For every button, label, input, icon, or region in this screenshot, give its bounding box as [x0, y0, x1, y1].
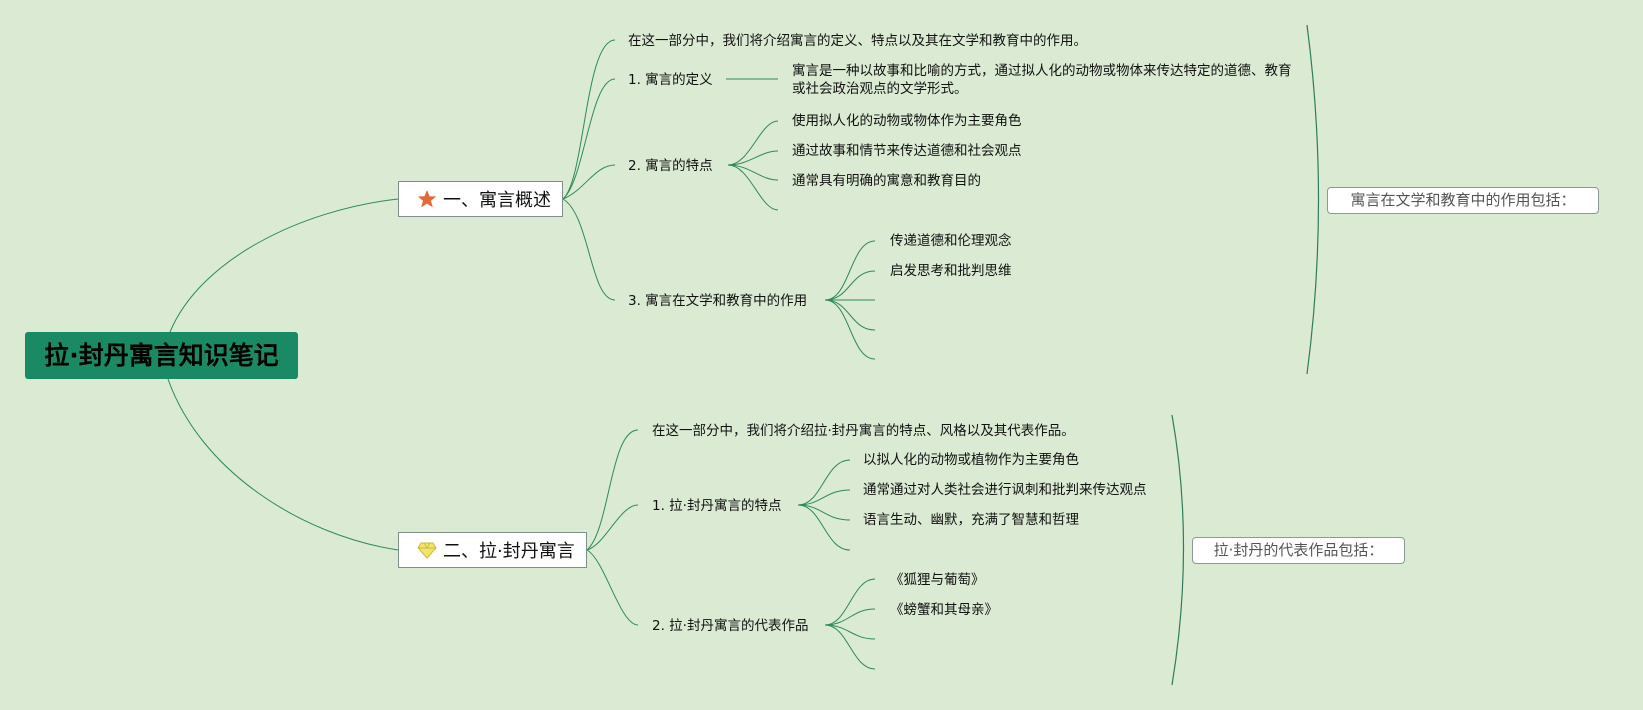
link-s2feat-3: [797, 504, 851, 521]
s1-definition-label[interactable]: 1. 寓言的定义: [628, 72, 713, 88]
s2-works-label[interactable]: 2. 拉·封丹寓言的代表作品: [652, 618, 809, 634]
s1-summary[interactable]: 寓言在文学和教育中的作用包括：: [1327, 187, 1599, 214]
s2-work-item[interactable]: 《螃蟹和其母亲》: [890, 602, 998, 618]
topic-section-2[interactable]: 二、拉·封丹寓言: [398, 532, 587, 568]
link-s1-role: [562, 198, 616, 301]
link-feat-1: [727, 120, 779, 166]
link-works-2: [824, 608, 876, 626]
link-works-4: [824, 624, 876, 670]
link-root-s1: [169, 198, 399, 333]
section-2-title: 二、拉·封丹寓言: [443, 541, 575, 562]
link-s2-intro: [586, 429, 639, 551]
section-1-title: 一、寓言概述: [443, 190, 551, 211]
link-s2-works: [586, 549, 639, 626]
summary-brace-1: [1306, 24, 1320, 375]
link-s2feat-2: [797, 489, 851, 506]
s2-features-label[interactable]: 1. 拉·封丹寓言的特点: [652, 498, 782, 514]
topic-section-1[interactable]: 一、寓言概述: [398, 181, 563, 217]
diamond-icon: [417, 540, 437, 560]
root-topic[interactable]: 拉·封丹寓言知识笔记: [25, 332, 298, 379]
s1-intro-text[interactable]: 在这一部分中，我们将介绍寓言的定义、特点以及其在文学和教育中的作用。: [628, 33, 1087, 49]
s2-intro-text[interactable]: 在这一部分中，我们将介绍拉·封丹寓言的特点、风格以及其代表作品。: [652, 423, 1075, 439]
link-feat-4: [727, 164, 779, 211]
s2-feature-item[interactable]: 通常通过对人类社会进行讽刺和批判来传达观点: [863, 482, 1147, 498]
link-role-2: [824, 270, 876, 301]
link-role-4: [824, 299, 876, 331]
link-s1-feat: [562, 164, 616, 200]
link-works-1: [824, 578, 876, 626]
s1-role-item[interactable]: 传递道德和伦理观念: [890, 233, 1012, 249]
s1-role-item[interactable]: 启发思考和批判思维: [890, 263, 1012, 279]
link-s2-feat: [586, 504, 639, 551]
link-role-1: [824, 240, 876, 301]
s1-features-label[interactable]: 2. 寓言的特点: [628, 158, 713, 174]
star-icon: [417, 189, 437, 209]
s1-definition-text[interactable]: 寓言是一种以故事和比喻的方式，通过拟人化的动物或物体来传达特定的道德、教育或社会…: [792, 63, 1292, 97]
summary-brace-2: [1171, 414, 1185, 686]
s1-feature-item[interactable]: 使用拟人化的动物或物体作为主要角色: [792, 113, 1022, 129]
link-s1-intro: [562, 39, 616, 200]
s1-roles-label[interactable]: 3. 寓言在文学和教育中的作用: [628, 293, 808, 309]
s1-feature-item[interactable]: 通常具有明确的寓意和教育目的: [792, 173, 981, 189]
link-s1-def: [562, 78, 616, 200]
link-feat-2: [727, 150, 779, 166]
s2-feature-item[interactable]: 以拟人化的动物或植物作为主要角色: [863, 452, 1079, 468]
link-root-s2: [167, 378, 399, 551]
link-role-5: [824, 299, 876, 360]
s2-work-item[interactable]: 《狐狸与葡萄》: [890, 572, 985, 588]
link-s2feat-1: [797, 459, 851, 506]
s2-summary[interactable]: 拉·封丹的代表作品包括：: [1192, 537, 1405, 564]
s2-feature-item[interactable]: 语言生动、幽默，充满了智慧和哲理: [863, 512, 1079, 528]
link-s2feat-4: [797, 504, 851, 551]
s1-feature-item[interactable]: 通过故事和情节来传达道德和社会观点: [792, 143, 1022, 159]
